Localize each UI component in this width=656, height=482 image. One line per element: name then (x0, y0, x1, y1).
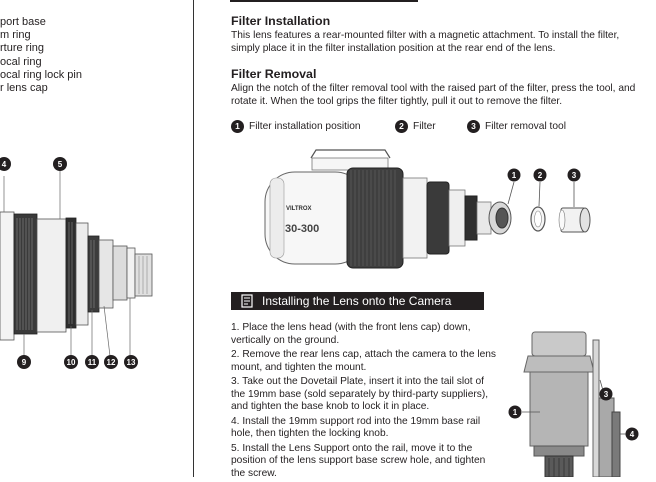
callout-badge (17, 355, 31, 369)
lens-brand-text: VILTROX (286, 206, 312, 212)
step-item: 5. Install the Lens Support onto the rai… (231, 442, 486, 480)
step-item: 2. Remove the rear lens cap, attach the … (231, 349, 497, 373)
filter-installation-title: Filter Installation (231, 14, 331, 28)
legend-number: 1 (231, 120, 244, 133)
callout-number: 1 (512, 171, 517, 180)
callout-badge (507, 168, 521, 182)
document-icon (241, 294, 253, 308)
top-rule (230, 0, 418, 2)
section-banner: Installing the Lens onto the Camera (231, 292, 484, 310)
callout-badge (64, 355, 78, 369)
callout-number: 9 (22, 358, 27, 367)
callout-badge (567, 168, 581, 182)
parts-list-item: ocal ring (0, 55, 42, 68)
filter-ring (530, 206, 546, 232)
filter-removal-title: Filter Removal (231, 67, 317, 81)
section-title: Installing the Lens onto the Camera (262, 294, 452, 308)
filter-installation-position (488, 201, 512, 235)
column-divider (193, 0, 194, 477)
legend-item: 3 Filter removal tool (467, 120, 566, 133)
legend-label: Filter installation position (249, 121, 361, 132)
installation-steps: 1. Place the lens head (with the front l… (231, 322, 499, 482)
support-rod (592, 339, 600, 477)
step-item: 4. Install the 19mm support rod into the… (231, 415, 481, 440)
parts-list-item: port base (0, 16, 46, 28)
legend-number: 2 (395, 120, 408, 133)
focus-ring (426, 181, 450, 255)
step-item: 1. Place the lens head (with the front l… (231, 322, 471, 346)
zoom-ring (346, 167, 404, 269)
callout-badge (0, 157, 11, 171)
step-item: 3. Take out the Dovetail Plate, insert i… (231, 376, 489, 413)
lens-handle (310, 149, 391, 159)
legend-number: 3 (467, 120, 480, 133)
callout-number: 13 (127, 358, 136, 367)
callout-badge (85, 355, 99, 369)
callout-badge (53, 157, 67, 171)
parts-list-item: m ring (0, 29, 31, 42)
callout-number: 10 (67, 358, 76, 367)
lens-front-barrel (264, 171, 366, 265)
callout-badge (508, 405, 522, 419)
lens-model-text: 30-300 (285, 223, 319, 235)
callout-badge (124, 355, 138, 369)
legend-label: Filter removal tool (485, 121, 566, 132)
callout-number: 4 (630, 430, 635, 439)
legend-item: 2 Filter (395, 120, 436, 133)
parts-list-item: rture ring (0, 42, 45, 55)
lens-body (529, 371, 589, 447)
legend-label: Filter (413, 121, 436, 132)
parts-list: port base m ring rture ring ocal ring oc… (0, 16, 82, 95)
callout-badge (625, 427, 639, 441)
callout-number: 5 (58, 160, 63, 169)
filter-removal-body: Align the notch of the filter removal to… (231, 83, 636, 108)
callout-badge (104, 355, 118, 369)
callout-badge (599, 387, 613, 401)
callout-number: 4 (2, 160, 7, 169)
filter-removal-tool (560, 207, 586, 233)
lens-side-view-illustration: 4 5 9 10 11 12 13 (0, 157, 153, 369)
callout-badge (533, 168, 547, 182)
callout-number: 11 (88, 358, 97, 367)
parts-list-item: ocal ring lock pin (0, 68, 82, 81)
callout-number: 12 (107, 358, 116, 367)
callout-number: 2 (538, 171, 543, 180)
parts-list-item: r lens cap (0, 82, 48, 95)
callout-number: 3 (572, 171, 577, 180)
legend-item: 1 Filter installation position (231, 120, 361, 133)
callout-number: 1 (513, 408, 518, 417)
dovetail-plate (598, 397, 615, 477)
filter-installation-body: This lens features a rear-mounted filter… (231, 30, 620, 55)
callout-number: 3 (604, 390, 609, 399)
